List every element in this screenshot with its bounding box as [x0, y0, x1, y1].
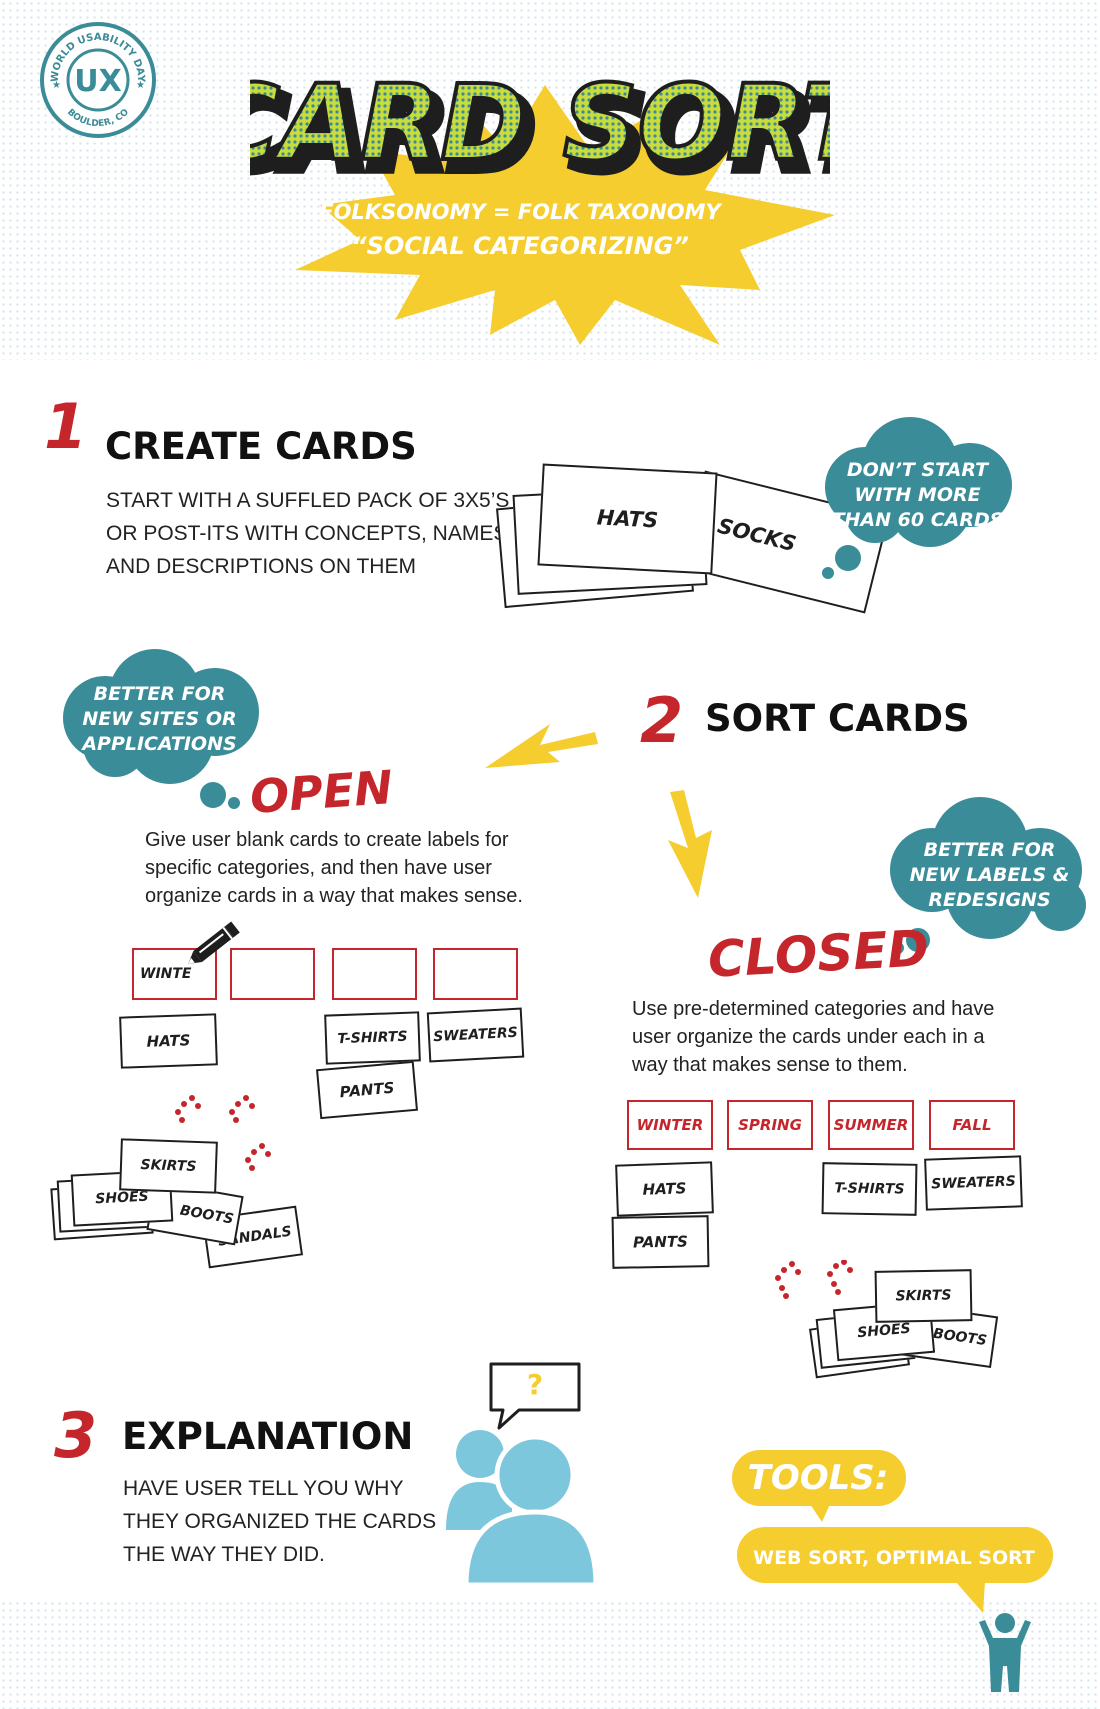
title-text: CARD SORT: [250, 62, 830, 184]
tip-cloud-step-1: [810, 405, 1030, 580]
badge-star-icon: ★: [136, 80, 145, 91]
tip-cloud-step-1-text: DON’T START WITH MORE THAN 60 CARDS: [831, 459, 1004, 531]
open-card-sweaters[interactable]: SWEATERS: [426, 1007, 525, 1063]
subtitle-line-1: FOLKSONOMY = FOLK TAXONOMY: [319, 200, 721, 224]
closed-description: Use pre-determined categories and have u…: [632, 998, 995, 1076]
badge-star-icon: ★: [52, 80, 61, 91]
closed-card-tshirts[interactable]: T-SHIRTS: [821, 1162, 918, 1216]
closed-card-hats[interactable]: HATS: [615, 1161, 714, 1217]
title-shadow: CARD SORT: [250, 72, 830, 185]
step-1-text: START WITH A SUFFLED PACK OF 3x5’s OR PO…: [106, 489, 510, 578]
closed-tip-cloud: [870, 790, 1095, 965]
page-title: CARD SORT CARD SORT: [201, 55, 892, 199]
world-usability-day-badge: WORLD USABILITY DAY BOULDER, CO UX ★ ★: [38, 20, 158, 140]
closed-category-fall[interactable]: FALL: [929, 1100, 1015, 1150]
closed-tip-cloud-text: BETTER FOR NEW LABELS & REDESIGNS: [909, 839, 1070, 911]
question-speech-bubble: [485, 1358, 585, 1433]
tools-label: TOOLS:: [747, 1458, 889, 1498]
closed-category-winter[interactable]: WINTER: [627, 1100, 713, 1150]
motion-dots-icon: [170, 1090, 280, 1180]
open-tip-cloud-text: BETTER FOR NEW SITES OR APPLICATIONS: [82, 683, 237, 755]
closed-card-skirts[interactable]: SKIRTS: [874, 1269, 973, 1323]
question-mark-icon: ?: [526, 1368, 544, 1401]
open-card-hats[interactable]: HATS: [119, 1013, 218, 1069]
open-card-skirts[interactable]: SKIRTS: [119, 1138, 218, 1194]
closed-category-spring[interactable]: SPRING: [727, 1100, 813, 1150]
open-description: Give user blank cards to create labels f…: [145, 829, 523, 907]
pencil-icon: [185, 918, 245, 968]
closed-label: CLOSED: [706, 919, 931, 989]
users-icon: [440, 1420, 600, 1590]
step-1-title: CREATE CARDS: [105, 425, 417, 468]
open-card-pants[interactable]: PANTS: [316, 1060, 418, 1120]
open-tip-cloud: [50, 640, 280, 815]
tools-list-bubble: [735, 1525, 1055, 1615]
step-2-title: SORT CARDS: [705, 697, 970, 740]
step-3-number: 3: [54, 1399, 98, 1472]
tools-label-bubble: [730, 1448, 910, 1524]
step-3-title: EXPLANATION: [122, 1415, 414, 1458]
open-category-blank[interactable]: [332, 948, 417, 1000]
tools-list: WEB SORT, OPTIMAL SORT: [753, 1547, 1035, 1569]
step-2-number: 2: [640, 684, 684, 757]
card-hats: HATS: [537, 463, 718, 575]
open-label: OPEN: [248, 760, 395, 824]
closed-card-sweaters[interactable]: SWEATERS: [924, 1155, 1023, 1211]
person-icon: [975, 1612, 1035, 1694]
footer-dot-pattern: [0, 1600, 1100, 1709]
open-category-blank[interactable]: [230, 948, 315, 1000]
step-3-text: HAVE USER TELL YOU WHY THEY ORGANIZED TH…: [123, 1477, 437, 1566]
open-card-tshirts[interactable]: T-SHIRTS: [324, 1011, 421, 1065]
arrow-to-closed: [660, 790, 720, 900]
closed-card-pants[interactable]: PANTS: [611, 1215, 710, 1269]
arrow-to-open: [480, 710, 600, 780]
step-1-number: 1: [44, 390, 88, 463]
title-starburst: [0, 0, 1100, 360]
motion-dots-icon: [772, 1259, 862, 1300]
open-category-blank[interactable]: [433, 948, 518, 1000]
closed-category-summer[interactable]: SUMMER: [828, 1100, 914, 1150]
badge-ux-text: UX: [74, 64, 122, 99]
subtitle-line-2: “SOCIAL CATEGORIZING”: [351, 232, 689, 260]
